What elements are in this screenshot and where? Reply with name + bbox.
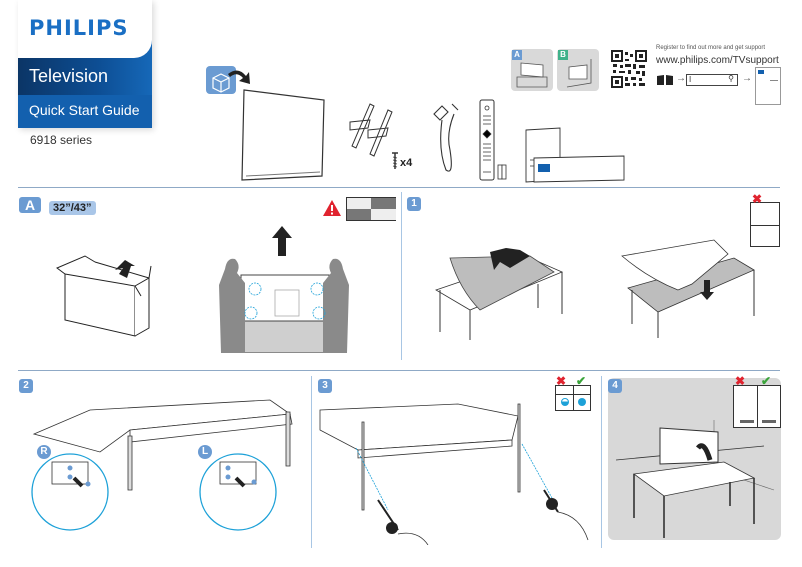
screen-size-badge: 32”/43”: [49, 201, 96, 215]
zoom-label-left: L: [198, 445, 212, 459]
incorrect-x-icon: ✖: [752, 192, 763, 206]
batteries-illustration: [497, 164, 507, 180]
option-b-wall-mount: B: [557, 49, 599, 91]
search-value: I: [689, 75, 692, 84]
documents-illustration: [525, 127, 625, 183]
philips-logo: PHILIPS: [29, 16, 129, 40]
cover-logo-area: PHILIPS: [18, 0, 152, 58]
search-icon: ⚲: [728, 74, 734, 83]
support-search-input[interactable]: I ⚲: [686, 74, 738, 86]
tv-on-table-illustration: [615, 420, 775, 538]
qr-code[interactable]: [611, 50, 647, 88]
product-title: Television: [29, 66, 109, 86]
screw-depth-check-icon: [555, 385, 591, 411]
step-3-badge: 3: [318, 379, 332, 393]
section-divider-mid: [401, 192, 402, 360]
section-divider-bottom: [18, 370, 780, 371]
option-a-table-stand: A: [511, 49, 553, 91]
register-text: Register to find out more and get suppor…: [656, 45, 766, 51]
screw-count: x4: [400, 157, 413, 169]
arrow-curve-icon: [228, 70, 250, 84]
tv-panel-illustration: [241, 89, 325, 181]
cover-subtitle-band: [18, 95, 152, 128]
section-divider-step2-3: [311, 376, 312, 548]
step-1-badge: 1: [407, 197, 421, 211]
step-4-badge: 4: [608, 379, 622, 393]
fasten-screws-illustration: [319, 403, 589, 545]
option-b-tag: B: [558, 50, 568, 60]
unbox-icon: [206, 66, 236, 94]
power-cord-illustration: [433, 103, 459, 172]
support-url[interactable]: www.philips.com/TVsupport: [656, 55, 779, 66]
correct-check-icon-step4: ✔: [761, 374, 772, 388]
incorrect-x-icon-step3: ✖: [556, 374, 567, 388]
lift-up-arrow-icon: [272, 226, 292, 256]
screw-icon: [392, 152, 398, 169]
protective-sheet-on-table-illustration: [435, 248, 564, 340]
section-divider-step3-4: [601, 376, 602, 548]
warning-icon: [323, 200, 341, 216]
section-divider-top: [18, 187, 780, 188]
remote-control-illustration: [479, 99, 495, 181]
section-a-badge: A: [19, 197, 41, 213]
cover-block: PHILIPS Television Quick Start Guide: [18, 0, 152, 128]
step-2-badge: 2: [19, 379, 33, 393]
stand-feet-illustration: [349, 103, 393, 157]
manual-book-icon: [657, 75, 673, 85]
arrow-icon-2: →: [742, 73, 752, 84]
arrow-icon: →: [676, 73, 686, 84]
guide-title: Quick Start Guide: [29, 102, 140, 118]
zoom-label-right: R: [37, 445, 51, 459]
attach-stand-feet-illustration: [31, 399, 293, 531]
tv-box-illustration: [56, 255, 152, 337]
option-a-tag: A: [512, 50, 522, 60]
do-not-place-icon: [750, 202, 780, 247]
tv-face-down-on-table-illustration: [621, 239, 755, 338]
manual-document-thumbnail: [755, 67, 781, 105]
do-not-touch-screen-icon: [346, 197, 396, 221]
incorrect-x-icon-step4: ✖: [735, 374, 746, 388]
correct-check-icon-step3: ✔: [576, 374, 587, 388]
upright-check-icon: [733, 385, 781, 428]
series-label: 6918 series: [30, 133, 93, 147]
two-person-lift-illustration: [219, 258, 349, 353]
